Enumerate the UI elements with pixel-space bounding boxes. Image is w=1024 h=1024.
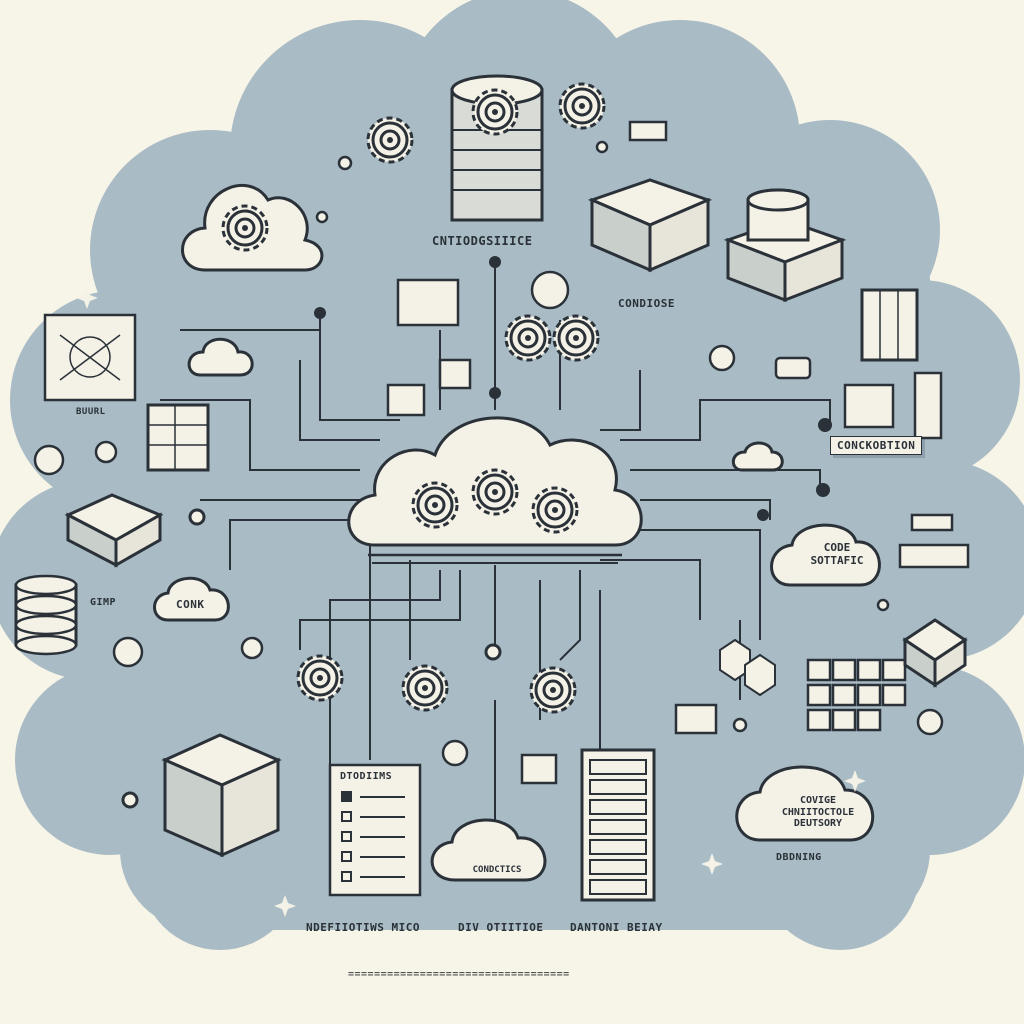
chip-icon (386, 120, 970, 785)
label-footer: ================================== (348, 969, 570, 980)
node-icon (33, 270, 944, 767)
storage-stack-icon (723, 188, 847, 303)
server-rack-icon (580, 748, 656, 902)
label-left-panel: BUURL (76, 407, 106, 417)
label-configuration: CONCKOBTION (830, 436, 923, 455)
connector-dots (121, 140, 890, 809)
label-database-center: CNTIODGSIIICE (432, 234, 533, 248)
module-grid-icon (806, 658, 907, 732)
sparkle-icon (76, 287, 866, 917)
label-bottom-center: DIV OTIITIOE (458, 921, 544, 934)
checklist-icon (328, 763, 422, 897)
server-icon (146, 403, 210, 472)
label-conk: CONK (176, 598, 205, 611)
gear-icon (411, 481, 459, 529)
box-icon (64, 493, 164, 568)
cloud-gear-icon (181, 183, 324, 272)
database-icon (14, 574, 78, 656)
hexagon-cluster-icon (719, 638, 776, 697)
label-code-software: CODE SOTTAFIC (810, 541, 864, 567)
cloud-icon (153, 337, 881, 882)
wifi-box-icon (902, 618, 968, 688)
database-icon (450, 74, 544, 222)
label-gimp: GIMP (90, 597, 117, 608)
label-code-delivery: COVIGE CHNIITOCTOLE DEUTSORY (781, 795, 855, 829)
network-panel-icon (43, 313, 137, 402)
central-cloud-icon (347, 416, 643, 564)
label-bottom-right: DANTONI BEIAY (570, 921, 663, 934)
label-dbgning: DBDNING (776, 852, 822, 863)
cube-icon (161, 733, 282, 858)
building-icon (843, 371, 943, 440)
label-bottom-left: NDEFIIOTIWS MICO (306, 921, 420, 934)
stack-icon (587, 178, 713, 273)
label-stack-right: CONDIOSE (618, 297, 675, 310)
server-icon (860, 288, 919, 362)
label-checklist-title: DTODIIMS (340, 771, 393, 782)
label-condoctics: CONDCTICS (472, 865, 522, 875)
